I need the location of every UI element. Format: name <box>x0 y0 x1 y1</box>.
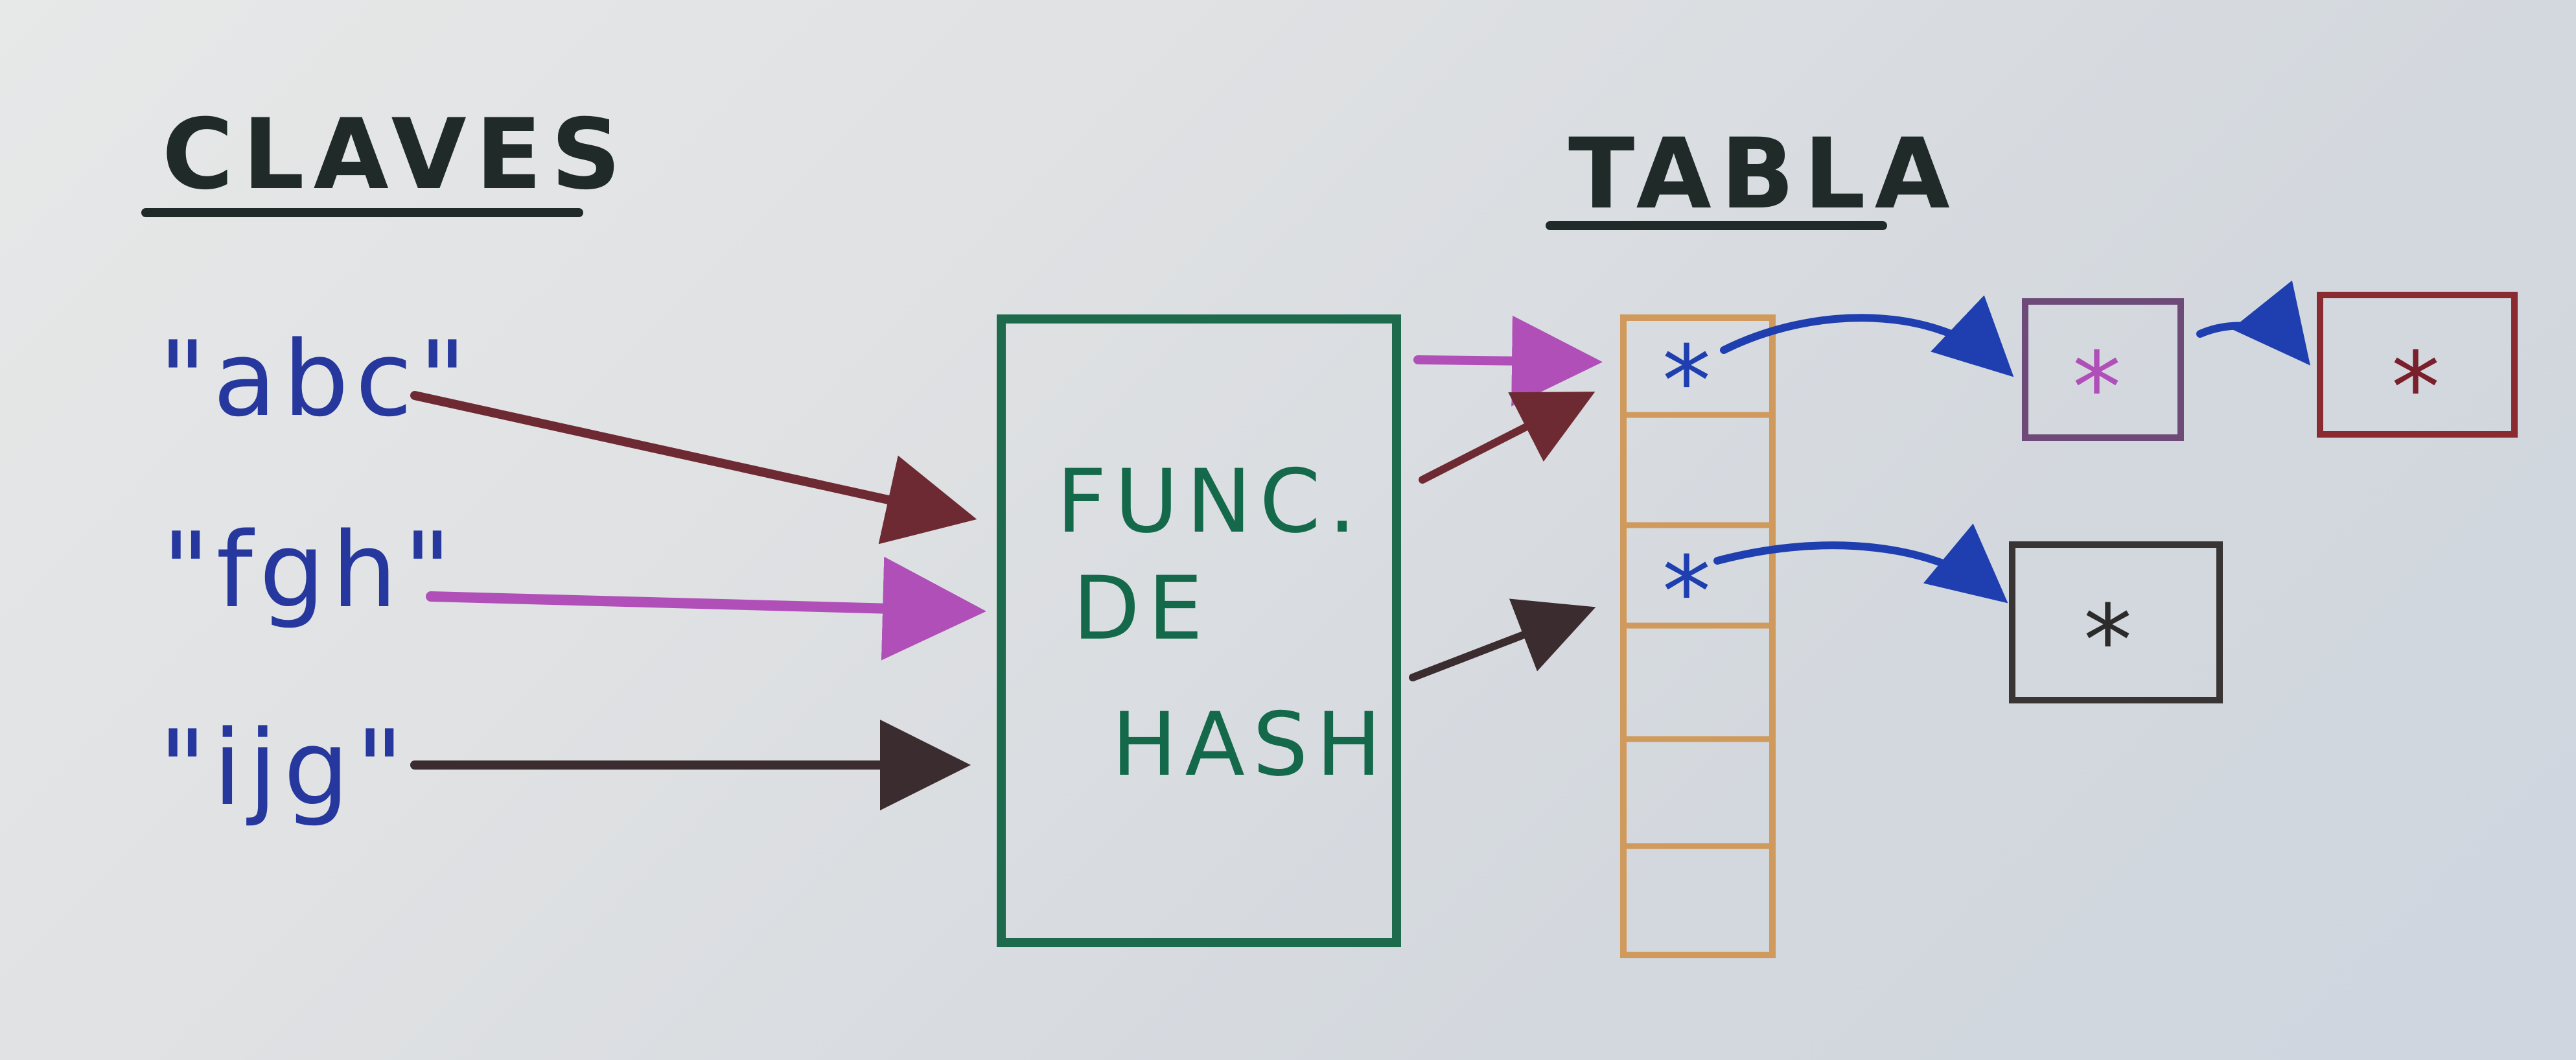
hash-table-frame <box>1620 314 1776 958</box>
table-slot-0-pointer: * <box>1662 325 1711 438</box>
list-node-2-marker: * <box>2391 332 2440 445</box>
list-node-2: * <box>2317 292 2518 445</box>
arrow-abc-to-hash <box>410 391 977 545</box>
list-node-3: * <box>2009 541 2223 703</box>
pointer-node1-to-node2 <box>2196 280 2311 366</box>
arrow-fgh-to-hash <box>426 556 986 661</box>
list-node-1: * <box>2022 298 2184 445</box>
hash-table: * * <box>1620 314 1776 958</box>
hash-function-line-1: FUNC. <box>1056 451 1364 552</box>
key-abc: "abc" <box>159 318 473 440</box>
key-fgh: "fgh" <box>162 510 458 631</box>
list-node-3-marker: * <box>2083 585 2132 698</box>
table-slot-2-pointer: * <box>1662 536 1711 649</box>
pointer-slot2-to-node3 <box>1713 523 2008 604</box>
hash-function-box <box>997 314 1401 947</box>
list-node-3-box <box>2009 541 2223 703</box>
list-node-2-box <box>2317 292 2518 438</box>
hash-function-line-3: HASH <box>1111 694 1389 795</box>
arrow-hash-fgh-to-slot <box>1413 315 1603 406</box>
table-heading: TABLA <box>1546 118 1959 231</box>
svg-text:TABLA: TABLA <box>1568 118 1959 231</box>
pointer-slot0-to-node1 <box>1720 295 2014 377</box>
list-node-1-marker: * <box>2072 332 2121 445</box>
svg-text:CLAVES: CLAVES <box>162 99 630 211</box>
arrow-hash-abc-to-slot <box>1419 392 1595 484</box>
keys-heading: CLAVES <box>141 99 630 217</box>
key-ijg: "ijg" <box>159 707 410 829</box>
list-node-1-box <box>2022 298 2184 441</box>
arrow-hash-ijg-to-slot <box>1409 598 1596 681</box>
hash-function-line-2: DE <box>1073 558 1211 659</box>
